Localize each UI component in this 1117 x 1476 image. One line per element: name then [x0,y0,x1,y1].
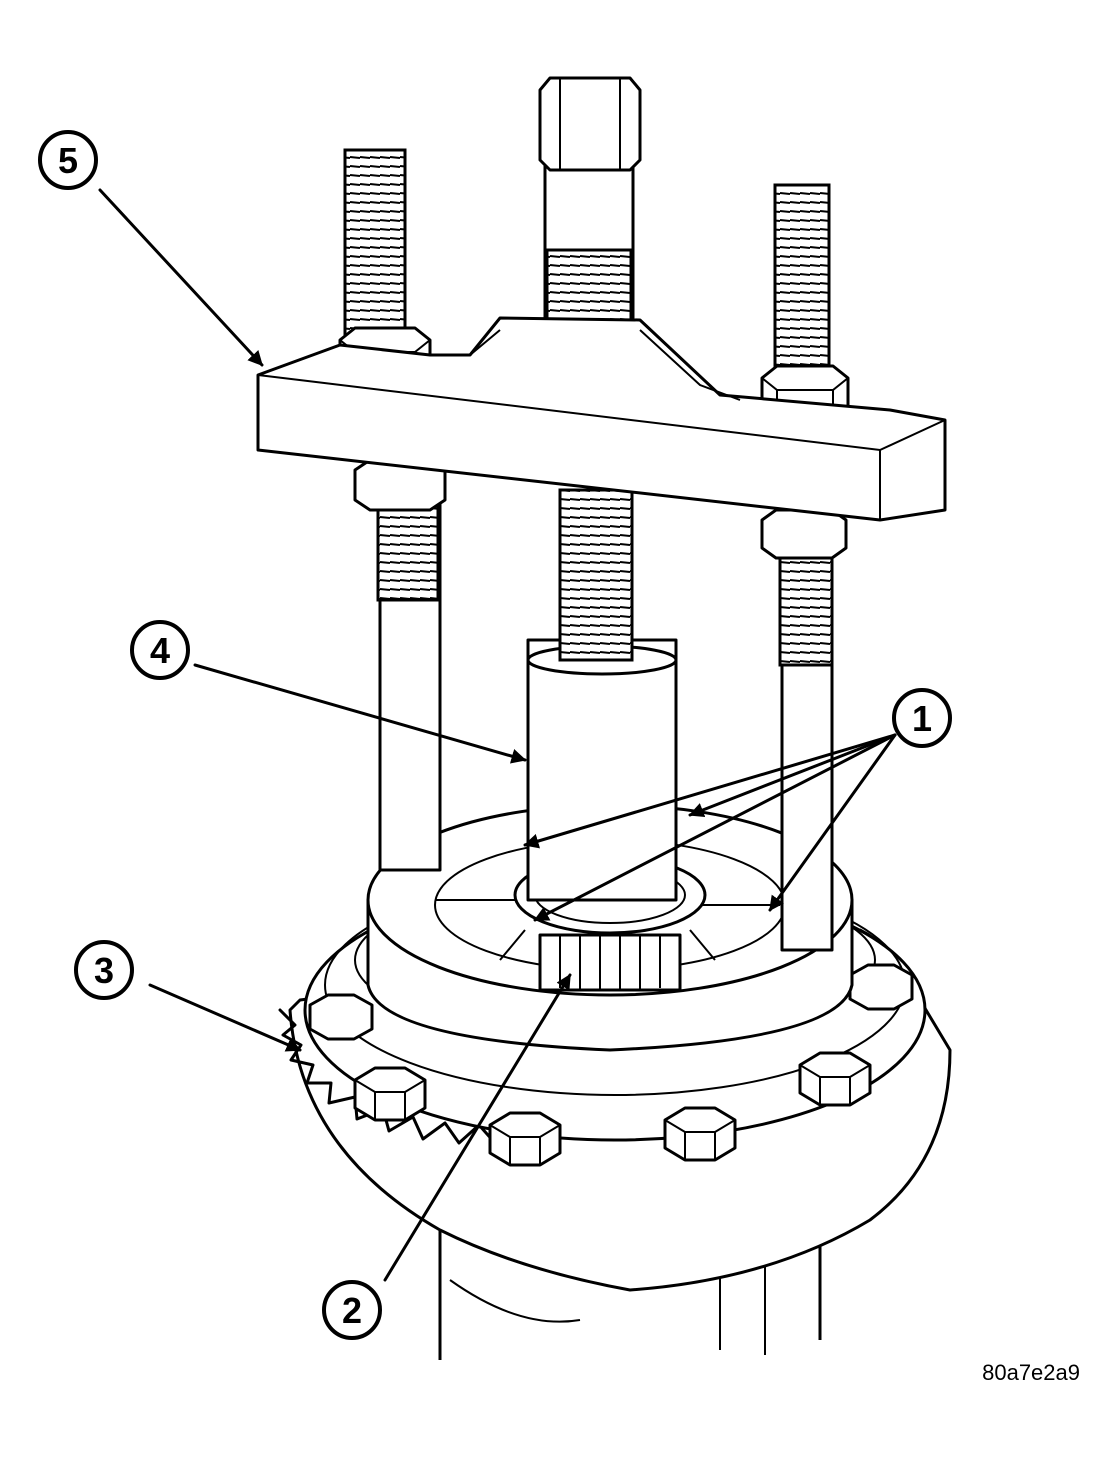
ring-gear-bolt [488,1111,562,1167]
callout-label: 5 [58,140,78,181]
callout-label: 2 [342,1290,362,1331]
leader-arrows [98,188,897,1282]
adapter-cylinder [526,638,678,902]
stud-right [760,183,850,425]
ring-gear-bolt [308,993,374,1041]
callout-4: 4 [130,620,190,680]
ring-gear-bolt [798,1051,872,1107]
callout-2: 2 [322,1280,382,1340]
callout-5: 5 [38,130,98,190]
puller-rod-right [760,508,848,952]
callout-label: 3 [94,950,114,991]
callout-1: 1 [892,688,952,748]
callout-label: 4 [150,630,170,671]
figure-code: 80a7e2a9 [982,1360,1080,1385]
forcing-screw [538,76,642,662]
ring-gear-bolt [353,1066,427,1122]
puller-rod-left [353,458,447,872]
ring-gear-bolt [848,963,914,1011]
callout-label: 1 [912,698,932,739]
puller-crossbar [256,316,947,522]
ring-gear-bolt [663,1106,737,1162]
callout-3: 3 [74,940,134,1000]
